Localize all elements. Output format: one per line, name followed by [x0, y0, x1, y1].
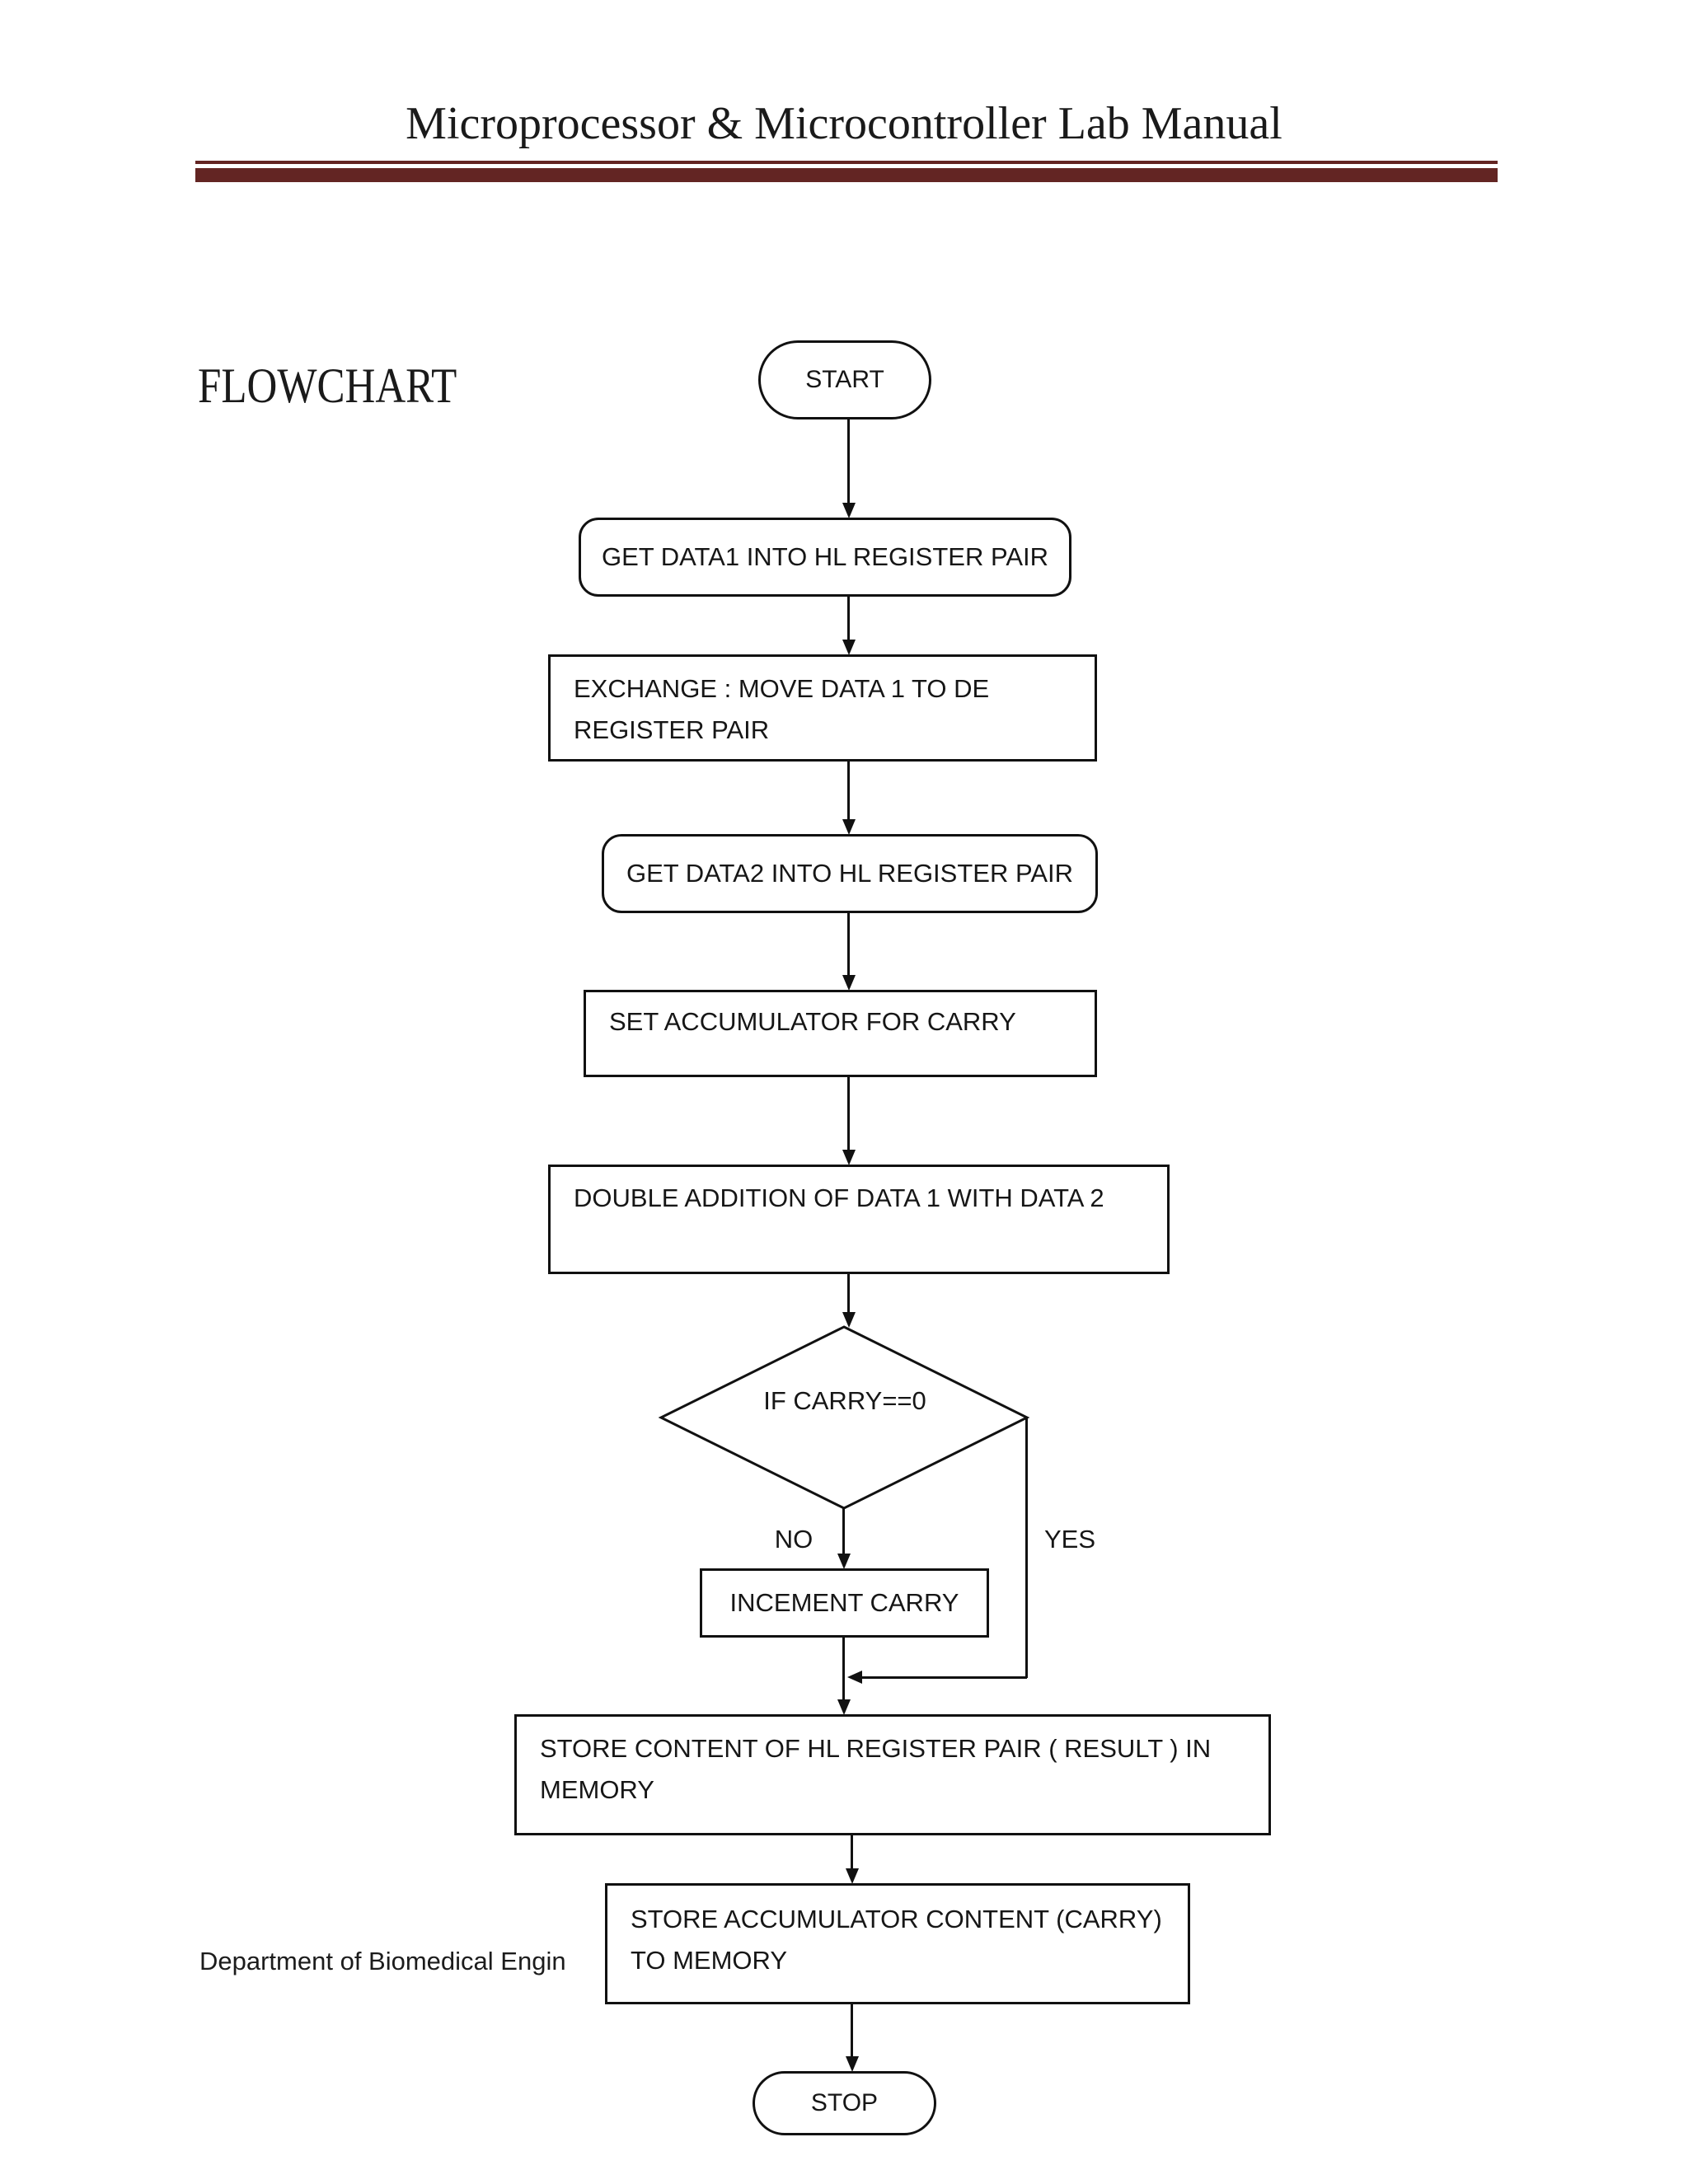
flowchart-node-start: START: [758, 340, 931, 419]
flowchart-node-exchange: EXCHANGE : MOVE DATA 1 TO DE REGISTER PA…: [548, 654, 1097, 762]
arrowhead-down-icon: [842, 1150, 856, 1165]
page-title: Microprocessor & Microcontroller Lab Man…: [406, 98, 1282, 149]
footer-department-text: Department of Biomedical Engin: [199, 1947, 566, 1975]
node-label-line2: REGISTER PAIR: [574, 715, 770, 744]
arrow-line: [847, 762, 850, 819]
arrowhead-down-icon: [846, 2056, 859, 2072]
arrow-line: [851, 1835, 853, 1868]
arrowhead-down-icon: [842, 975, 856, 991]
arrowhead-down-icon: [842, 640, 856, 655]
node-label-line1: STORE ACCUMULATOR CONTENT (CARRY): [631, 1905, 1162, 1933]
node-label-line1: STORE CONTENT OF HL REGISTER PAIR ( RESU…: [540, 1734, 1212, 1763]
arrow-line: [847, 1274, 850, 1312]
flowchart-node-get-data1: GET DATA1 INTO HL REGISTER PAIR: [579, 518, 1071, 597]
header-divider-thin-line: [195, 161, 1498, 164]
header-divider-thick-line: [195, 168, 1498, 182]
node-label-line2: MEMORY: [540, 1775, 654, 1804]
flowchart-node-stop: STOP: [753, 2071, 936, 2135]
node-label: IF CARRY==0: [763, 1386, 926, 1415]
flowchart-node-increment-carry: INCEMENT CARRY: [700, 1568, 989, 1638]
node-label: GET DATA1 INTO HL REGISTER PAIR: [601, 542, 1049, 571]
node-label: DOUBLE ADDITION OF DATA 1 WITH DATA 2: [574, 1183, 1104, 1212]
arrowhead-down-icon: [837, 1699, 851, 1715]
flowchart-node-decision: IF CARRY==0: [684, 1381, 1006, 1421]
arrow-line: [847, 1077, 850, 1150]
edge-label-no: NO: [774, 1525, 814, 1554]
arrowhead-down-icon: [842, 1312, 856, 1328]
arrow-line: [842, 1638, 845, 1699]
arrowhead-down-icon: [842, 503, 856, 518]
node-label: STOP: [810, 2089, 879, 2116]
node-label: START: [805, 366, 884, 393]
arrowhead-left-icon: [847, 1671, 862, 1684]
node-label-line2: TO MEMORY: [631, 1946, 788, 1975]
node-label: SET ACCUMULATOR FOR CARRY: [609, 1007, 1016, 1036]
node-label: GET DATA2 INTO HL REGISTER PAIR: [626, 859, 1074, 888]
arrowhead-down-icon: [846, 1868, 859, 1884]
flowchart-node-set-accumulator: SET ACCUMULATOR FOR CARRY: [584, 990, 1097, 1077]
section-heading: FLOWCHART: [198, 359, 457, 413]
flowchart-node-store-carry: STORE ACCUMULATOR CONTENT (CARRY) TO MEM…: [605, 1883, 1190, 2004]
arrow-line: [851, 2004, 853, 2056]
flowchart-node-get-data2: GET DATA2 INTO HL REGISTER PAIR: [602, 834, 1098, 913]
node-label: INCEMENT CARRY: [729, 1588, 959, 1617]
decision-diamond-shape: [658, 1325, 1030, 1510]
arrowhead-down-icon: [837, 1554, 851, 1569]
yes-branch-line: [862, 1676, 1027, 1679]
arrow-line: [847, 597, 850, 640]
arrowhead-down-icon: [842, 819, 856, 835]
yes-branch-line: [1025, 1418, 1028, 1678]
arrow-line: [847, 419, 850, 503]
flowchart-node-double-addition: DOUBLE ADDITION OF DATA 1 WITH DATA 2: [548, 1165, 1170, 1274]
edge-label-yes: YES: [1043, 1525, 1096, 1554]
arrow-line: [847, 913, 850, 975]
node-label-line1: EXCHANGE : MOVE DATA 1 TO DE: [574, 674, 990, 703]
header-divider: [195, 161, 1498, 182]
arrow-line: [842, 1508, 845, 1554]
header-divider-gap: [195, 164, 1498, 168]
flowchart-node-store-result: STORE CONTENT OF HL REGISTER PAIR ( RESU…: [514, 1714, 1271, 1835]
